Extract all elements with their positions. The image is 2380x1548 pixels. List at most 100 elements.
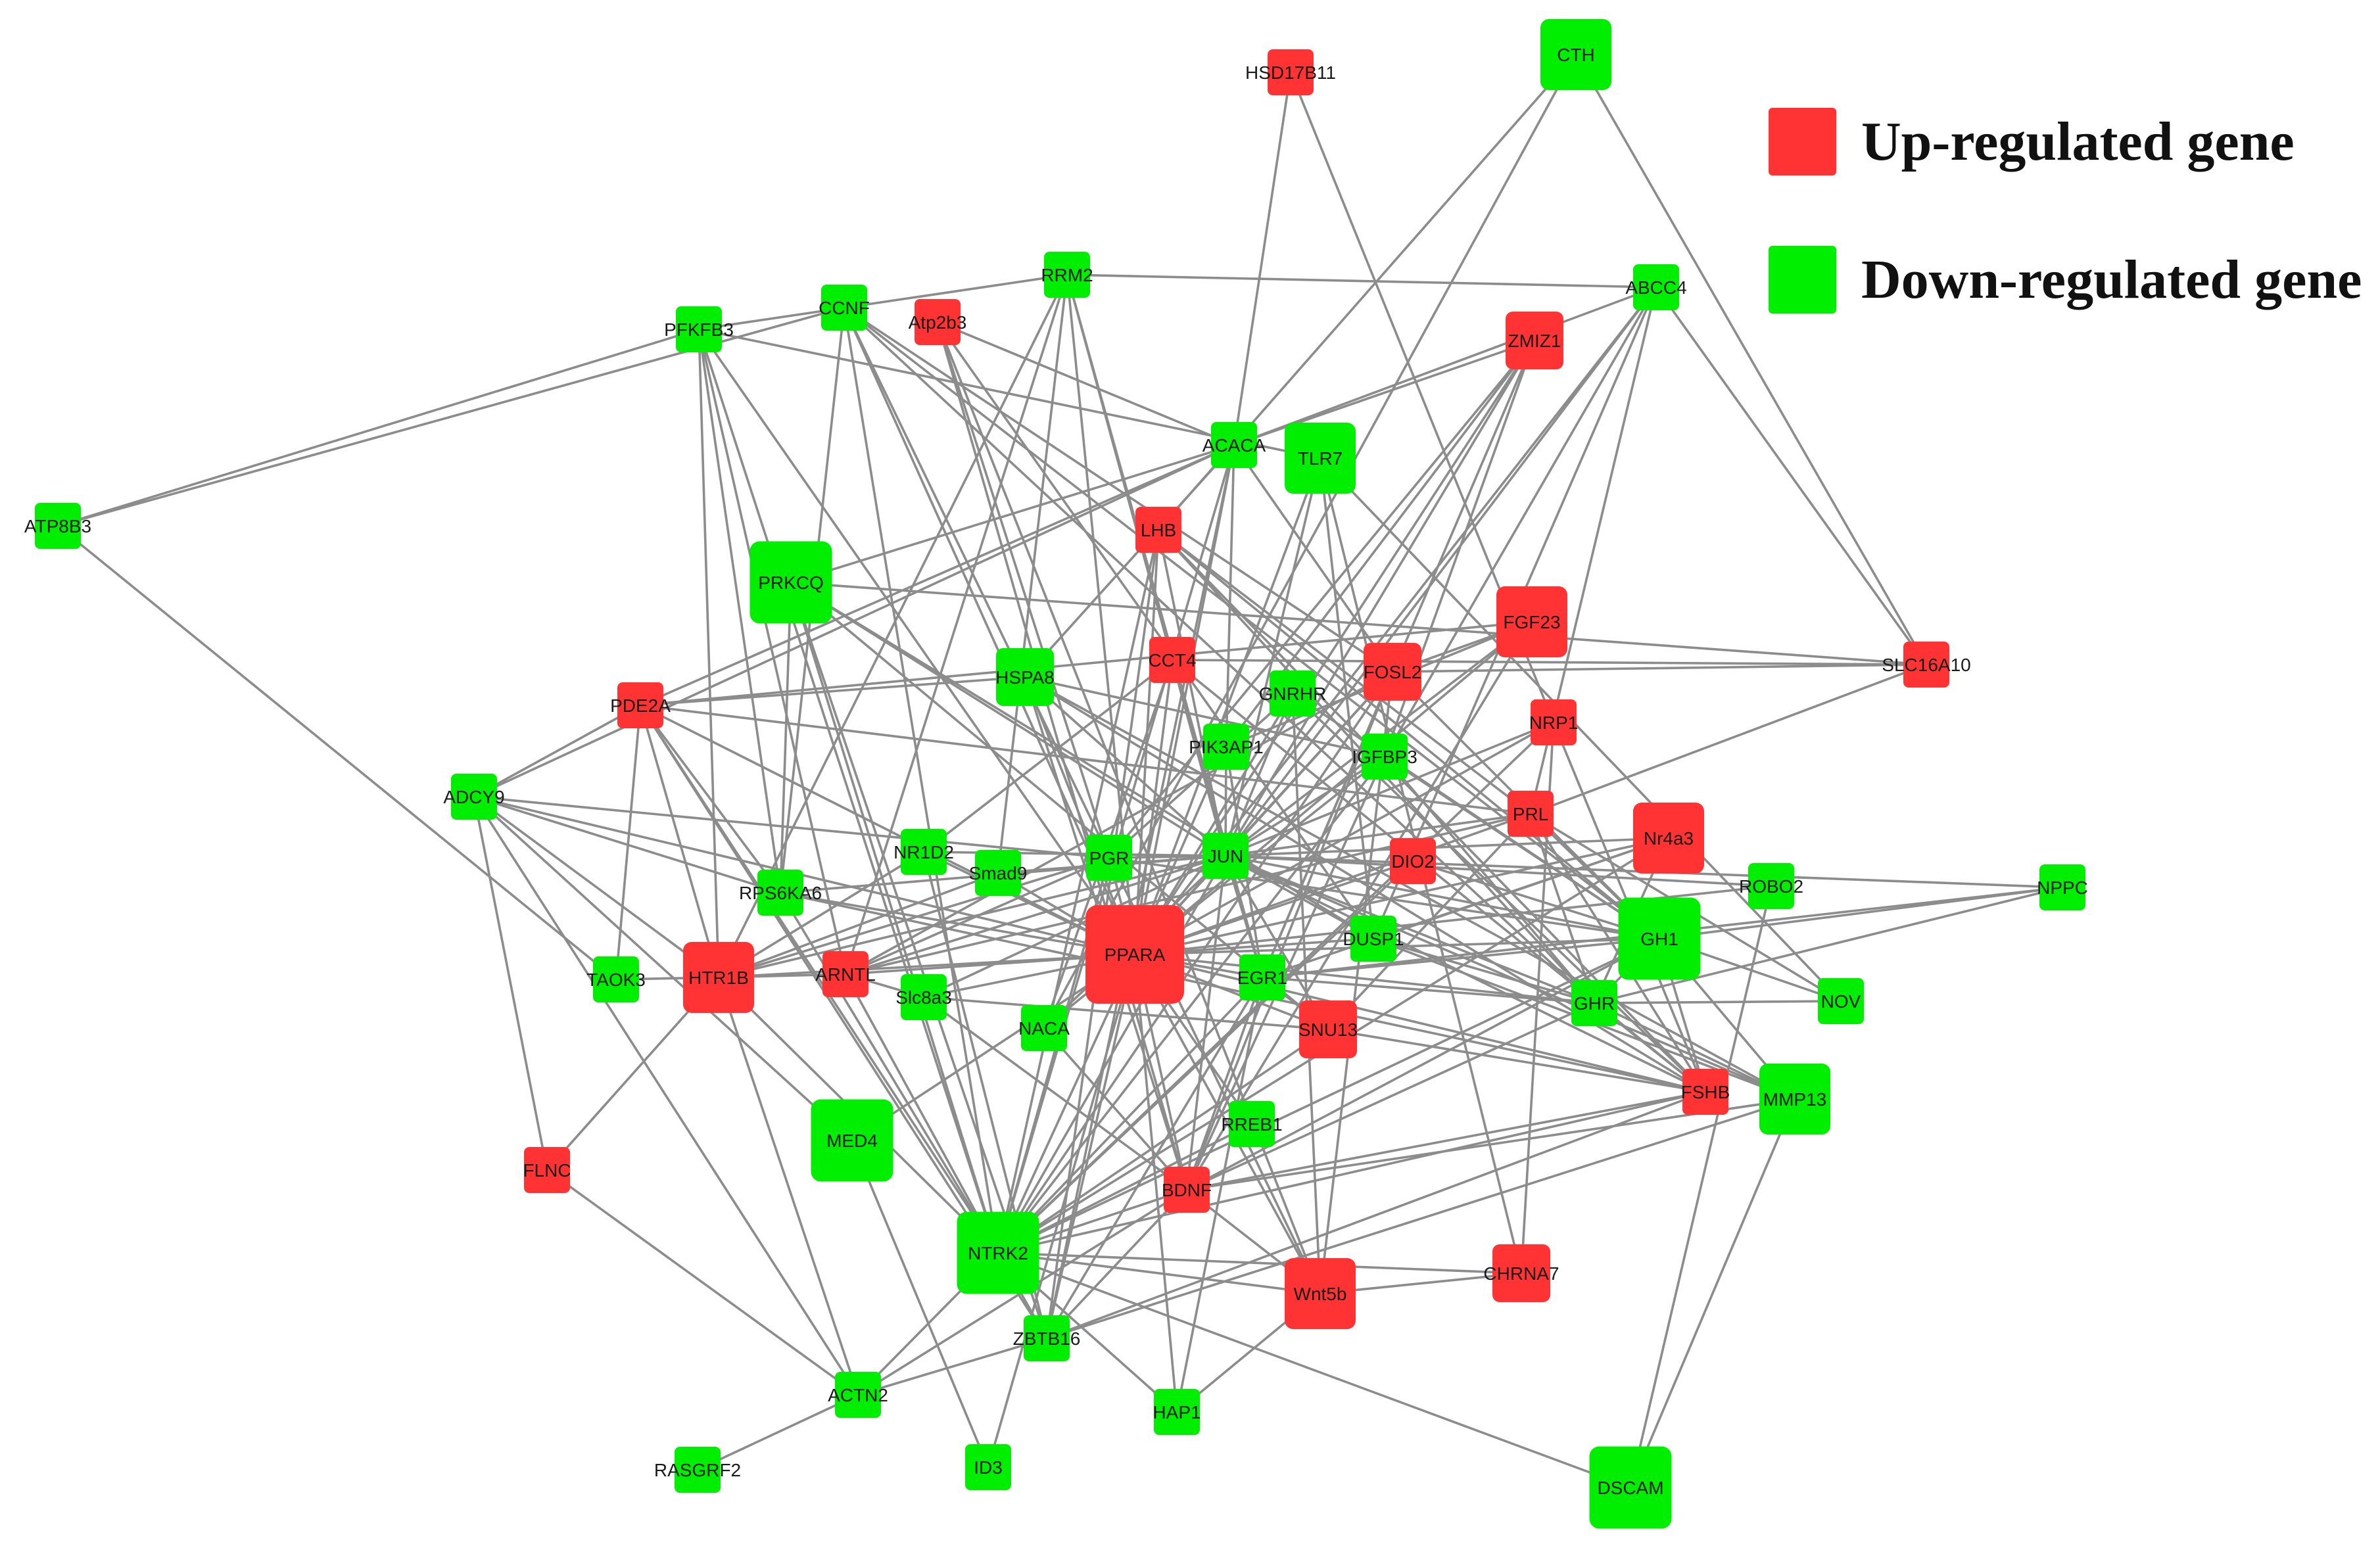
gene-node-prl[interactable]: PRL xyxy=(1508,791,1554,837)
gene-node-prkcq[interactable]: PRKCQ xyxy=(750,541,832,624)
edge-nrp1-jun xyxy=(1225,721,1554,857)
gene-node-dscam[interactable]: DSCAM xyxy=(1589,1446,1672,1529)
edge-pfkfb3-atp8b3 xyxy=(57,328,700,527)
gene-node-nr4a3[interactable]: Nr4a3 xyxy=(1633,803,1704,874)
gene-node-atp2b3[interactable]: Atp2b3 xyxy=(909,299,967,345)
gene-node-nrp1[interactable]: NRP1 xyxy=(1529,699,1579,745)
gene-node-actn2[interactable]: ACTN2 xyxy=(828,1372,888,1418)
gene-node-id3[interactable]: ID3 xyxy=(965,1444,1011,1490)
edge-jun-robo2 xyxy=(1225,855,1772,887)
gene-node-fosl2[interactable]: FOSL2 xyxy=(1364,643,1422,701)
gene-node-slc16a10[interactable]: SLC16A10 xyxy=(1882,642,1971,688)
edge-atp2b3-acaca xyxy=(937,321,1235,446)
gene-node-box-fgf23 xyxy=(1496,586,1567,657)
gene-node-tlr7[interactable]: TLR7 xyxy=(1285,423,1356,494)
gene-node-smad9[interactable]: Smad9 xyxy=(969,850,1028,896)
gene-node-gh1[interactable]: GH1 xyxy=(1618,897,1701,980)
edge-pfkfb3-ntrk2 xyxy=(698,329,999,1254)
gene-node-box-chrna7 xyxy=(1492,1244,1550,1302)
gene-label-gh1: GH1 xyxy=(1640,929,1678,949)
gene-node-zmiz1[interactable]: ZMIZ1 xyxy=(1506,312,1563,369)
edge-acaca-prkcq xyxy=(790,444,1235,584)
gene-node-chrna7[interactable]: CHRNA7 xyxy=(1483,1244,1559,1302)
edge-zmiz1-acaca xyxy=(1233,339,1535,446)
gene-node-robo2[interactable]: ROBO2 xyxy=(1739,863,1803,909)
edge-tlr7-nov xyxy=(1319,457,1842,1002)
gene-node-atp8b3[interactable]: ATP8B3 xyxy=(24,503,91,549)
legend-label-up: Up-regulated gene xyxy=(1861,110,2295,172)
gene-node-hspa8[interactable]: HSPA8 xyxy=(995,648,1055,706)
gene-label-actn2: ACTN2 xyxy=(828,1385,888,1405)
gene-node-dio2[interactable]: DIO2 xyxy=(1390,838,1436,884)
gene-node-rps6ka6[interactable]: RPS6KA6 xyxy=(739,870,822,916)
gene-node-flnc[interactable]: FLNC xyxy=(523,1147,571,1193)
gene-node-abcc4[interactable]: ABCC4 xyxy=(1625,264,1687,310)
edge-rrm2-abcc4 xyxy=(1066,273,1657,289)
gene-node-adcy9[interactable]: ADCY9 xyxy=(443,774,505,820)
edge-prl-jun xyxy=(1225,812,1531,857)
gene-node-box-ppara xyxy=(1085,905,1184,1004)
gene-node-nov[interactable]: NOV xyxy=(1818,978,1864,1024)
edge-pfkfb3-ppara xyxy=(698,328,1136,956)
gene-node-hap1[interactable]: HAP1 xyxy=(1153,1389,1201,1435)
gene-node-bdnf[interactable]: BDNF xyxy=(1162,1167,1212,1213)
gene-node-arntl[interactable]: ARNTL xyxy=(815,951,876,997)
gene-node-cct4[interactable]: CCT4 xyxy=(1148,637,1197,683)
gene-node-box-smad9 xyxy=(975,850,1021,896)
gene-label-adcy9: ADCY9 xyxy=(443,787,504,807)
gene-node-box-ccnf xyxy=(821,285,867,331)
gene-node-taok3[interactable]: TAOK3 xyxy=(586,956,646,1002)
edge-ghr-bdnf xyxy=(1186,1002,1595,1191)
gene-node-lhb[interactable]: LHB xyxy=(1135,507,1181,553)
edge-adcy9-flnc xyxy=(473,796,548,1171)
gene-node-nr1d2[interactable]: NR1D2 xyxy=(893,829,954,875)
gene-node-box-zbtb16 xyxy=(1024,1315,1070,1361)
gene-node-zbtb16[interactable]: ZBTB16 xyxy=(1013,1315,1081,1361)
gene-node-rrm2[interactable]: RRM2 xyxy=(1041,252,1093,298)
gene-node-pgr[interactable]: PGR xyxy=(1086,835,1132,881)
edge-hspa8-pde2a xyxy=(640,676,1026,707)
gene-node-mmp13[interactable]: MMP13 xyxy=(1759,1064,1830,1135)
gene-node-box-rps6ka6 xyxy=(757,870,803,916)
gene-node-box-adcy9 xyxy=(451,774,497,820)
edge-slc16a10-cct4 xyxy=(1172,659,1927,666)
gene-node-fshb[interactable]: FSHB xyxy=(1681,1069,1730,1115)
gene-node-ppara[interactable]: PPARA xyxy=(1085,905,1184,1004)
gene-node-dusp1[interactable]: DUSP1 xyxy=(1343,916,1404,962)
gene-node-ccnf[interactable]: CCNF xyxy=(819,285,870,331)
gene-node-jun[interactable]: JUN xyxy=(1202,833,1249,879)
gene-node-egr1[interactable]: EGR1 xyxy=(1237,954,1287,1000)
gene-node-naca[interactable]: NACA xyxy=(1018,1005,1070,1051)
gene-node-rasgrf2[interactable]: RASGRF2 xyxy=(654,1447,741,1493)
gene-node-pde2a[interactable]: PDE2A xyxy=(610,682,671,728)
gene-node-pfkfb3[interactable]: PFKFB3 xyxy=(664,306,734,352)
gene-node-acaca[interactable]: ACACA xyxy=(1202,422,1266,468)
gene-node-box-arntl xyxy=(822,951,869,997)
gene-node-pik3ap1[interactable]: PIK3AP1 xyxy=(1189,724,1264,770)
edge-jun-gh1 xyxy=(1225,855,1660,940)
gene-node-cth[interactable]: CTH xyxy=(1540,19,1611,90)
gene-node-fgf23[interactable]: FGF23 xyxy=(1496,586,1567,657)
gene-node-gnrhr[interactable]: GNRHR xyxy=(1259,670,1327,716)
gene-node-nppc[interactable]: NPPC xyxy=(2037,864,2088,910)
edge-prkcq-slc16a10 xyxy=(790,581,1927,666)
gene-label-cct4: CCT4 xyxy=(1148,650,1196,670)
gene-node-rreb1[interactable]: RREB1 xyxy=(1221,1101,1283,1147)
edge-jun-htr1b xyxy=(718,855,1226,979)
gene-node-snu13[interactable]: SNU13 xyxy=(1298,1000,1358,1058)
gene-node-ntrk2[interactable]: NTRK2 xyxy=(957,1211,1039,1294)
gene-node-wnt5b[interactable]: Wnt5b xyxy=(1285,1258,1356,1329)
gene-label-jun: JUN xyxy=(1208,846,1243,866)
gene-node-med4[interactable]: MED4 xyxy=(811,1099,893,1182)
gene-node-igfbp3[interactable]: IGFBP3 xyxy=(1352,734,1417,780)
gene-node-slc8a3[interactable]: Slc8a3 xyxy=(895,974,952,1020)
gene-node-ghr[interactable]: GHR xyxy=(1571,980,1617,1026)
legend: Up-regulated gene Down-regulated gene xyxy=(1769,105,2362,381)
gene-node-htr1b[interactable]: HTR1B xyxy=(683,942,754,1013)
edge-jun-arntl xyxy=(845,855,1226,975)
gene-node-hsd17b11[interactable]: HSD17B11 xyxy=(1245,49,1336,95)
edge-cth-slc16a10 xyxy=(1575,54,1928,665)
edge-pde2a-htr1b xyxy=(639,705,720,978)
gene-label-rasgrf2: RASGRF2 xyxy=(654,1460,741,1480)
gene-node-box-cct4 xyxy=(1149,637,1195,683)
